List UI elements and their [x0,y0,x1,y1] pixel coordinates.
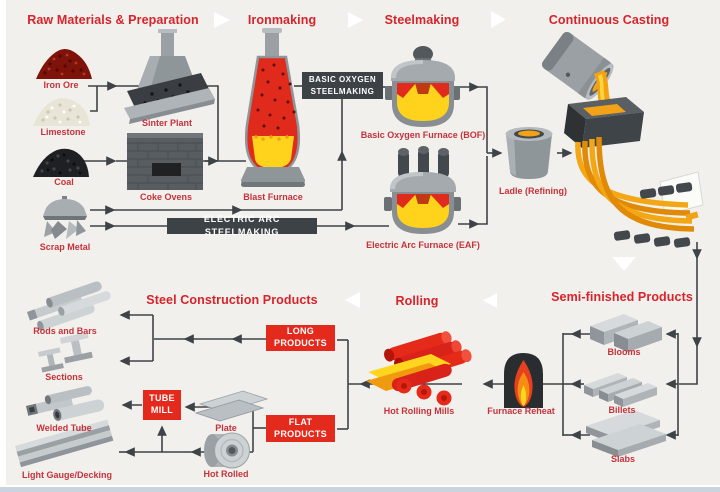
rods-and-bars-illustration [26,281,111,331]
hot-rolling-mills-illustration [366,331,472,406]
iron-ore-pile [36,48,92,79]
furnace-reheat-illustration [504,353,543,408]
chevron-right-icon [214,12,230,28]
welded-tube-illustration [26,386,105,421]
label-light-gauge-decking: Light Gauge/Decking [21,470,113,480]
label-hot-rolled: Hot Rolled [203,469,249,479]
coke-ovens-illustration [127,133,203,190]
label-ladle-refining: Ladle (Refining) [499,186,567,196]
slabs-illustration [586,410,666,457]
basic-oxygen-furnace-illustration [385,46,460,127]
light-gauge-decking-illustration [15,419,114,468]
flow-lines [82,81,702,457]
continuous-caster-illustration [541,31,704,248]
sections-illustration [38,332,93,373]
label-blooms: Blooms [607,347,641,357]
section-header-continuous-casting: Continuous Casting [548,13,670,27]
blast-furnace-illustration [241,28,305,187]
blooms-illustration [590,314,662,352]
coal-pile [33,148,89,177]
label-billets: Billets [608,405,636,415]
section-header-raw-materials-preparation: Raw Materials & Preparation [27,13,199,27]
label-hot-rolling-mills: Hot Rolling Mills [383,406,455,416]
bottom-edge-strip [0,485,720,492]
label-electric-arc-furnace: Electric Arc Furnace (EAF) [366,240,480,250]
chevron-right-icon [348,12,363,28]
section-header-steel-construction-products: Steel Construction Products [146,293,318,307]
banner-basic-oxygen-steelmaking: BASIC OXYGEN STEELMAKING [302,72,383,99]
route-box-long-products: LONG PRODUCTS [266,325,335,351]
label-coal: Coal [54,177,74,187]
label-blast-furnace: Blast Furnace [243,192,303,202]
route-box-flat-products: FLAT PRODUCTS [266,415,335,442]
label-slabs: Slabs [610,454,636,464]
label-sinter-plant: Sinter Plant [141,118,193,128]
chevron-right-icon [491,11,506,28]
label-plate: Plate [215,423,237,433]
billets-illustration [584,373,657,407]
left-edge-strip [0,0,6,492]
section-header-steelmaking: Steelmaking [384,13,460,27]
label-sections: Sections [45,372,83,382]
route-box-tube-mill: TUBE MILL [143,390,181,420]
label-limestone: Limestone [40,127,86,137]
section-chevron-arrows [214,11,636,308]
label-rods-and-bars: Rods and Bars [33,326,97,336]
label-welded-tube: Welded Tube [36,423,92,433]
chevron-left-icon [483,293,497,308]
section-header-semi-finished-products: Semi-finished Products [551,290,693,304]
chevron-left-icon [345,292,360,308]
sinter-plant-illustration [124,29,215,124]
section-header-rolling: Rolling [395,294,439,308]
limestone-pile [33,98,90,126]
banner-electric-arc-steelmaking: ELECTRIC ARC STEELMAKING [167,214,317,237]
electric-arc-furnace-illustration [384,146,461,234]
scrap-metal-magnet [43,196,87,239]
label-scrap-metal: Scrap Metal [39,242,91,252]
label-furnace-reheat: Furnace Reheat [487,406,555,416]
ladle-illustration [505,127,553,179]
label-iron-ore: Iron Ore [43,80,79,90]
section-header-ironmaking: Ironmaking [247,13,317,27]
label-coke-ovens: Coke Ovens [139,192,193,202]
chevron-down-icon [612,257,636,271]
label-basic-oxygen-furnace: Basic Oxygen Furnace (BOF) [360,130,486,140]
plate-illustration [194,390,269,422]
hot-rolled-coil-illustration [204,432,250,469]
